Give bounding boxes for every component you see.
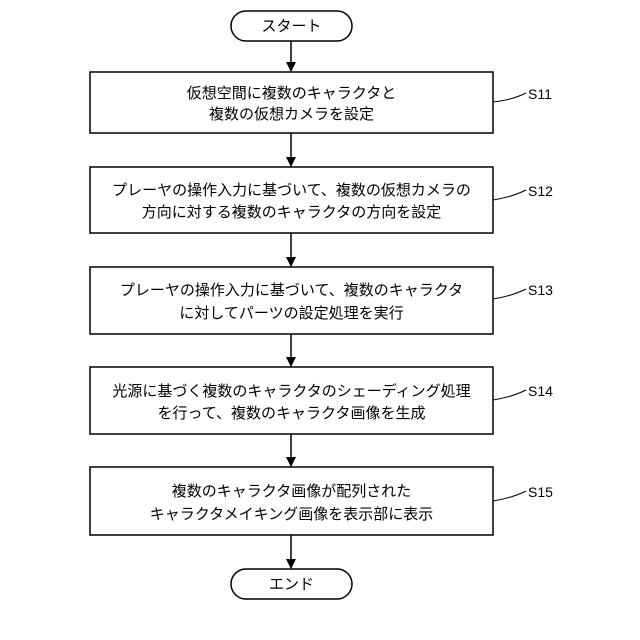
step-line-1: 光源に基づく複数のキャラクタのシェーディング処理 — [112, 382, 470, 400]
step-id: S11 — [528, 86, 552, 102]
step-s15: 複数のキャラクタ画像が配列された キャラクタメイキング画像を表示部に表示 S15 — [90, 467, 553, 535]
step-connector — [493, 93, 526, 102]
step-box — [90, 72, 493, 133]
step-connector — [493, 390, 526, 400]
step-id: S14 — [528, 383, 553, 399]
step-connector — [493, 491, 526, 501]
step-connector — [493, 190, 526, 200]
step-connector — [493, 289, 526, 299]
step-box — [90, 467, 493, 535]
step-id: S15 — [528, 484, 553, 500]
step-s14: 光源に基づく複数のキャラクタのシェーディング処理 を行って、複数のキャラクタ画像… — [90, 367, 553, 434]
step-line-2: 方向に対する複数のキャラクタの方向を設定 — [142, 203, 441, 221]
step-line-1: プレーヤの操作入力に基づいて、複数の仮想カメラの — [112, 181, 471, 199]
step-line-2: 複数の仮想カメラを設定 — [209, 105, 374, 123]
step-line-2: を行って、複数のキャラクタ画像を生成 — [158, 404, 426, 422]
step-s13: プレーヤの操作入力に基づいて、複数のキャラクタ に対してパーツの設定処理を実行 … — [90, 267, 553, 334]
step-s12: プレーヤの操作入力に基づいて、複数の仮想カメラの 方向に対する複数のキャラクタの… — [90, 167, 553, 233]
step-id: S13 — [528, 282, 553, 298]
start-label: スタート — [261, 17, 321, 35]
end-label: エンド — [269, 575, 314, 593]
step-line-2: キャラクタメイキング画像を表示部に表示 — [150, 505, 434, 523]
step-line-2: に対してパーツの設定処理を実行 — [179, 304, 403, 322]
step-box — [90, 167, 493, 233]
step-id: S12 — [528, 183, 553, 199]
step-box — [90, 267, 493, 334]
step-line-1: 仮想空間に複数のキャラクタと — [187, 84, 396, 102]
step-line-1: 複数のキャラクタ画像が配列された — [172, 482, 411, 500]
step-s11: 仮想空間に複数のキャラクタと 複数の仮想カメラを設定 S11 — [90, 72, 552, 133]
step-line-1: プレーヤの操作入力に基づいて、複数のキャラクタ — [120, 281, 463, 299]
step-box — [90, 367, 493, 434]
